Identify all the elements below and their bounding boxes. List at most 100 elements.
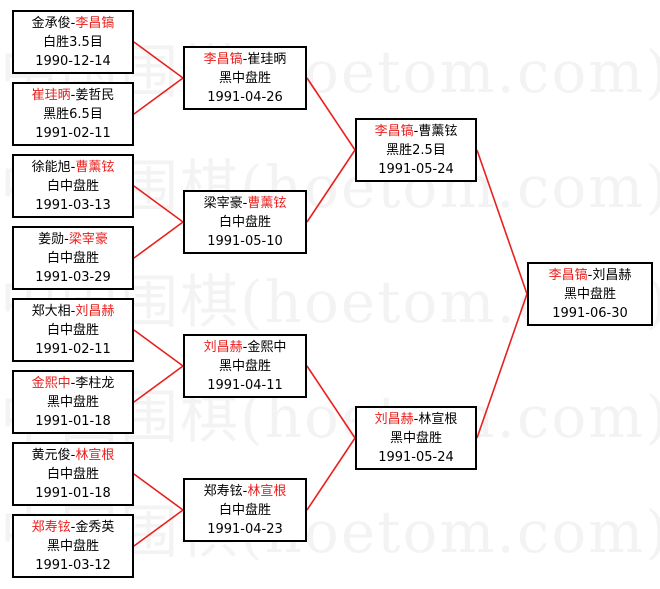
match-result: 黑中盘胜 bbox=[389, 431, 442, 446]
match-players: 金熙中-李柱龙 bbox=[14, 374, 132, 393]
match-date: 1991-06-30 bbox=[552, 306, 628, 321]
separator: - bbox=[70, 520, 76, 535]
match-date: 1991-03-29 bbox=[35, 270, 111, 285]
match-result: 黑中盘胜 bbox=[46, 395, 99, 410]
round1-match-8: 郑寿铉-金秀英黑中盘胜 1991-03-12 bbox=[12, 514, 134, 578]
player-black: 李昌镐 bbox=[374, 124, 414, 139]
player-white: 林宣根 bbox=[75, 448, 115, 463]
separator: - bbox=[413, 412, 419, 427]
player-black: 刘昌赫 bbox=[203, 340, 243, 355]
match-result: 白中盘胜 bbox=[46, 467, 99, 482]
player-white: 梁宰豪 bbox=[68, 232, 108, 247]
match-date: 1991-05-24 bbox=[378, 162, 454, 177]
connector-line bbox=[133, 365, 184, 403]
match-result: 白中盘胜 bbox=[218, 215, 271, 230]
match-result: 白中盘胜 bbox=[46, 323, 99, 338]
player-white: 林宣根 bbox=[247, 484, 287, 499]
player-black: 郑大相 bbox=[31, 304, 71, 319]
player-white: 金秀英 bbox=[75, 520, 115, 535]
player-white: 曹薰铉 bbox=[75, 160, 115, 175]
separator: - bbox=[242, 484, 248, 499]
match-date: 1991-04-11 bbox=[207, 378, 283, 393]
match-players: 李昌镐-刘昌赫 bbox=[529, 266, 651, 285]
match-players: 李昌镐-崔珪昞 bbox=[185, 50, 305, 69]
match-players: 姜勋-梁宰豪 bbox=[14, 230, 132, 249]
player-black: 姜勋 bbox=[38, 232, 65, 247]
match-date: 1991-03-13 bbox=[35, 198, 111, 213]
match-date: 1991-01-18 bbox=[35, 486, 111, 501]
player-white: 李柱龙 bbox=[75, 376, 115, 391]
player-white: 曹薰铉 bbox=[418, 124, 458, 139]
separator: - bbox=[70, 448, 76, 463]
connector-line bbox=[306, 437, 356, 511]
match-players: 梁宰豪-曹薰铉 bbox=[185, 194, 305, 213]
match-date: 1991-04-23 bbox=[207, 522, 283, 537]
separator: - bbox=[70, 88, 76, 103]
player-black: 金承俊 bbox=[31, 16, 71, 31]
match-players: 金承俊-李昌镐 bbox=[14, 14, 132, 33]
match-result: 黑中盘胜 bbox=[563, 287, 616, 302]
connector-line bbox=[306, 149, 356, 223]
player-white: 姜哲民 bbox=[75, 88, 115, 103]
match-result: 白中盘胜 bbox=[46, 179, 99, 194]
match-players: 徐能旭-曹薰铉 bbox=[14, 158, 132, 177]
connector-line bbox=[306, 77, 356, 151]
match-date: 1991-05-10 bbox=[207, 234, 283, 249]
match-date: 1991-02-11 bbox=[35, 126, 111, 141]
player-white: 刘昌赫 bbox=[592, 268, 632, 283]
match-players: 郑寿铉-金秀英 bbox=[14, 518, 132, 537]
match-date: 1991-03-12 bbox=[35, 558, 111, 573]
player-black: 黄元俊 bbox=[31, 448, 71, 463]
match-result: 黑胜2.5目 bbox=[386, 143, 446, 158]
player-white: 刘昌赫 bbox=[75, 304, 115, 319]
match-players: 郑寿铉-林宣根 bbox=[185, 482, 305, 501]
separator: - bbox=[70, 160, 76, 175]
round2-match-1: 李昌镐-崔珪昞黑中盘胜 1991-04-26 bbox=[183, 46, 307, 110]
round1-match-5: 郑大相-刘昌赫白中盘胜 1991-02-11 bbox=[12, 298, 134, 362]
round2-match-2: 梁宰豪-曹薰铉白中盘胜 1991-05-10 bbox=[183, 190, 307, 254]
match-result: 黑中盘胜 bbox=[218, 71, 271, 86]
match-players: 郑大相-刘昌赫 bbox=[14, 302, 132, 321]
player-white: 金熙中 bbox=[247, 340, 287, 355]
player-white: 曹薰铉 bbox=[247, 196, 287, 211]
player-black: 金熙中 bbox=[31, 376, 71, 391]
separator: - bbox=[413, 124, 419, 139]
separator: - bbox=[242, 196, 248, 211]
connector-line bbox=[133, 41, 184, 79]
match-result: 黑中盘胜 bbox=[46, 539, 99, 554]
connector-line bbox=[133, 509, 184, 547]
match-result: 白胜3.5目 bbox=[43, 35, 103, 50]
match-date: 1991-04-26 bbox=[207, 90, 283, 105]
connector-line bbox=[133, 329, 184, 367]
final-match-1: 李昌镐-刘昌赫黑中盘胜 1991-06-30 bbox=[527, 262, 653, 326]
connector-line bbox=[476, 293, 528, 439]
player-white: 李昌镐 bbox=[75, 16, 115, 31]
player-black: 郑寿铉 bbox=[203, 484, 243, 499]
player-black: 徐能旭 bbox=[31, 160, 71, 175]
match-players: 李昌镐-曹薰铉 bbox=[357, 122, 475, 141]
player-white: 林宣根 bbox=[418, 412, 458, 427]
separator: - bbox=[242, 52, 248, 67]
match-date: 1991-02-11 bbox=[35, 342, 111, 357]
connector-line bbox=[133, 77, 184, 115]
round1-match-4: 姜勋-梁宰豪白中盘胜 1991-03-29 bbox=[12, 226, 134, 290]
round1-match-3: 徐能旭-曹薰铉白中盘胜 1991-03-13 bbox=[12, 154, 134, 218]
player-black: 梁宰豪 bbox=[203, 196, 243, 211]
round3-match-1: 李昌镐-曹薰铉黑胜2.5目 1991-05-24 bbox=[355, 118, 477, 182]
match-players: 刘昌赫-金熙中 bbox=[185, 338, 305, 357]
match-result: 白中盘胜 bbox=[46, 251, 99, 266]
match-players: 刘昌赫-林宣根 bbox=[357, 410, 475, 429]
separator: - bbox=[242, 340, 248, 355]
match-players: 崔珪昞-姜哲民 bbox=[14, 86, 132, 105]
player-black: 崔珪昞 bbox=[31, 88, 71, 103]
player-black: 郑寿铉 bbox=[31, 520, 71, 535]
player-white: 崔珪昞 bbox=[247, 52, 287, 67]
separator: - bbox=[587, 268, 593, 283]
